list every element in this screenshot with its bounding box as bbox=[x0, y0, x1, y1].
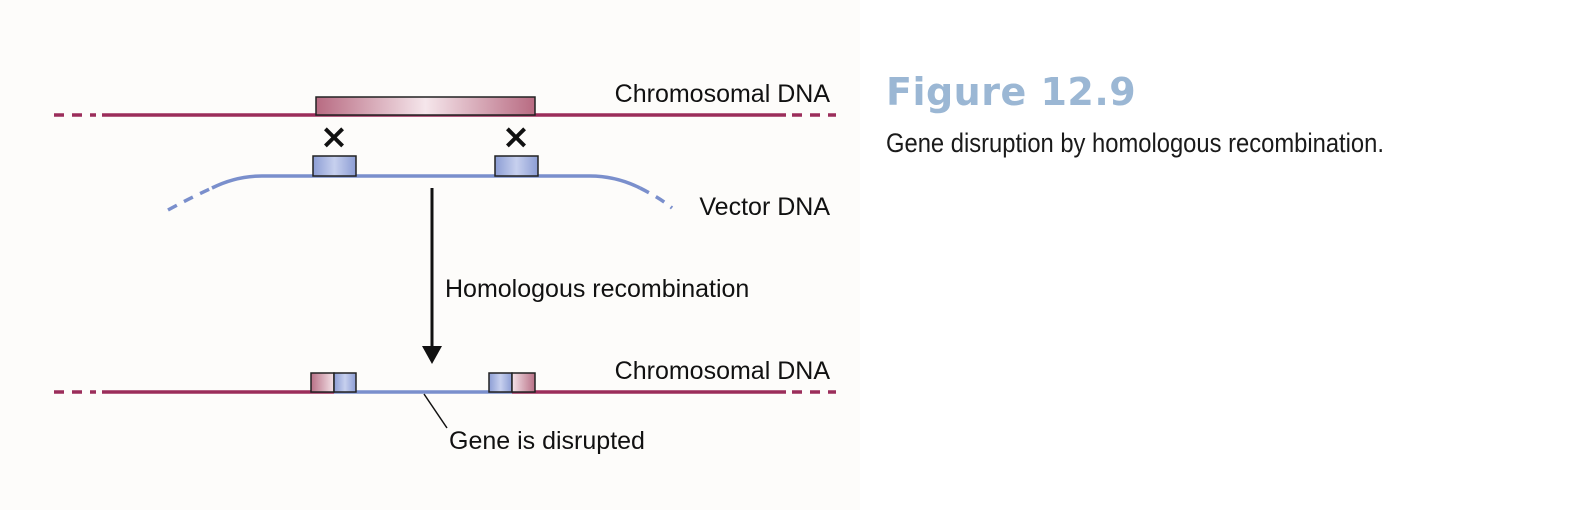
target-gene-block bbox=[315, 96, 536, 116]
chromosomal-dna-label-bottom: Chromosomal DNA bbox=[615, 357, 831, 385]
homologous-recombination-label: Homologous recombination bbox=[445, 275, 749, 303]
vector-dna-dash-right bbox=[639, 186, 674, 210]
diagram-panel: Chromosomal DNA × × Vector DNA Homologou… bbox=[54, 80, 836, 455]
gene-disruption-diagram: Chromosomal DNA × × Vector DNA Homologou… bbox=[54, 80, 836, 455]
arrow-head bbox=[422, 346, 442, 364]
vector-dna: Vector DNA bbox=[167, 155, 830, 221]
vector-dna-label: Vector DNA bbox=[699, 193, 830, 221]
gene-fragment-right bbox=[511, 372, 536, 393]
top-chromosome: Chromosomal DNA bbox=[54, 80, 836, 117]
figure-caption: Gene disruption by homologous recombinat… bbox=[886, 128, 1384, 158]
bottom-chromosome: Chromosomal DNA Gene is disrupted bbox=[54, 357, 836, 455]
crossover-mark-left: × bbox=[320, 117, 349, 157]
homology-block-right bbox=[494, 155, 539, 177]
caption-panel: Figure 12.9 Gene disruption by homologou… bbox=[886, 66, 1566, 159]
gene-disrupted-label: Gene is disrupted bbox=[449, 427, 645, 455]
crossover-mark-right: × bbox=[502, 117, 531, 157]
homology-block-left bbox=[312, 155, 357, 177]
gene-fragment-left bbox=[310, 372, 335, 393]
vector-dna-line bbox=[211, 174, 641, 190]
homology-fragment-left bbox=[333, 372, 357, 393]
chromosomal-dna-label-top: Chromosomal DNA bbox=[615, 80, 831, 108]
homology-fragment-right bbox=[488, 372, 513, 393]
disrupted-leader-line bbox=[423, 393, 448, 429]
recombination-arrow: Homologous recombination bbox=[422, 188, 749, 364]
figure-title: Figure 12.9 bbox=[886, 70, 1137, 114]
vector-dna-dash-left bbox=[167, 186, 213, 212]
